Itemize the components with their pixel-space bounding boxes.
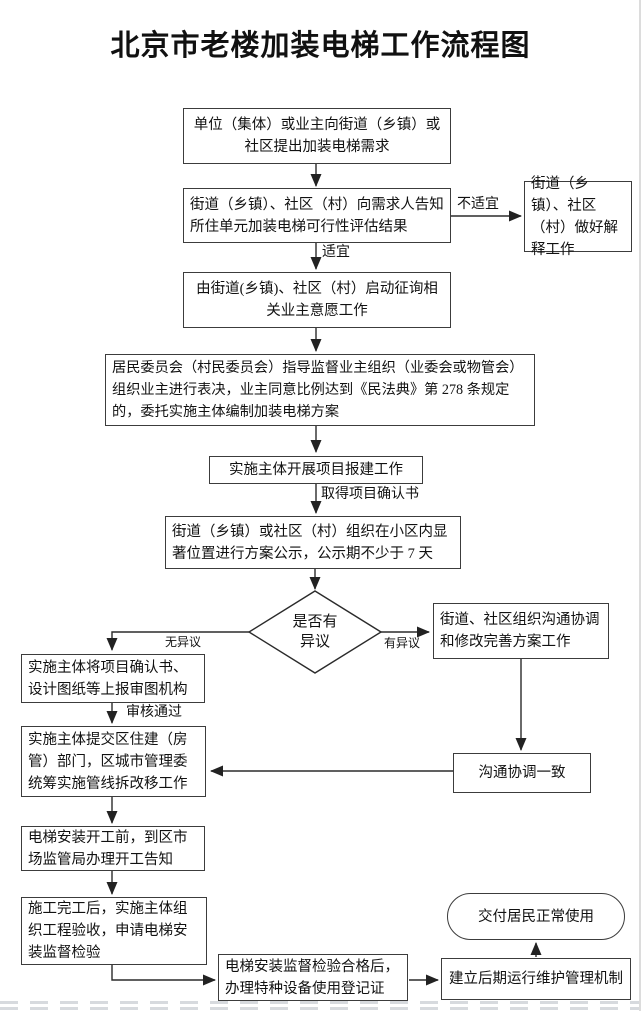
- arrow-decision-to-review: [106, 631, 249, 651]
- node-completion: 施工完工后，实施主体组织工程验收，申请电梯安装监督检验: [21, 897, 207, 965]
- node-mechanism: 建立后期运行维护管理机制: [441, 958, 631, 1000]
- edge-label-approved: 审核通过: [126, 705, 182, 720]
- edge-label-no-objection: 无异议: [165, 635, 202, 649]
- page-bottom-edge-dash: [0, 1001, 641, 1004]
- edge-label-unsuitable: 不适宜: [457, 197, 499, 212]
- page-bottom-edge-dash: [0, 1007, 641, 1010]
- node-review: 实施主体将项目确认书、设计图纸等上报审图机构: [21, 654, 205, 703]
- decision-diamond: [247, 590, 383, 674]
- node-demand: 单位（集体）或业主向街道（乡镇）或社区提出加装电梯需求: [183, 108, 451, 164]
- node-solicit: 由街道(乡镇)、社区（村）启动征询相关业主意愿工作: [183, 272, 451, 328]
- edge-label-confirmation: 取得项目确认书: [321, 487, 419, 502]
- node-coordinate: 街道、社区组织沟通协调和修改完善方案工作: [433, 603, 609, 659]
- page-right-edge: [639, 0, 641, 1011]
- decision-label: 是否有异议: [292, 614, 338, 650]
- arrow-completion-to-register: [111, 965, 216, 986]
- edge-label-objection: 有异议: [384, 636, 421, 650]
- node-register: 电梯安装监督检验合格后，办理特种设备使用登记证: [218, 954, 408, 1001]
- node-notify: 电梯安装开工前，到区市场监管局办理开工告知: [21, 826, 205, 871]
- page-title: 北京市老楼加装电梯工作流程图: [110, 30, 531, 62]
- node-explain: 街道（乡镇）、社区（村）做好解释工作: [524, 176, 632, 258]
- node-submit: 实施主体提交区住建（房管）部门，区城市管理委统筹实施管线拆改移工作: [21, 726, 206, 797]
- connector-arrows: [106, 164, 542, 986]
- node-publicity: 街道（乡镇）或社区（村）组织在小区内显著位置进行方案公示，公示期不少于 7 天: [165, 516, 461, 569]
- node-delivery: 交付居民正常使用: [447, 893, 625, 940]
- node-filing: 实施主体开展项目报建工作: [209, 456, 423, 484]
- edge-label-suitable: 适宜: [322, 245, 350, 260]
- node-vote: 居民委员会（村民委员会）指导监督业主组织（业委会或物管会）组织业主进行表决，业主…: [105, 354, 535, 426]
- node-feasibility: 街道（乡镇）、社区（村）向需求人告知所住单元加装电梯可行性评估结果: [183, 188, 451, 243]
- node-consensus: 沟通协调一致: [453, 753, 591, 793]
